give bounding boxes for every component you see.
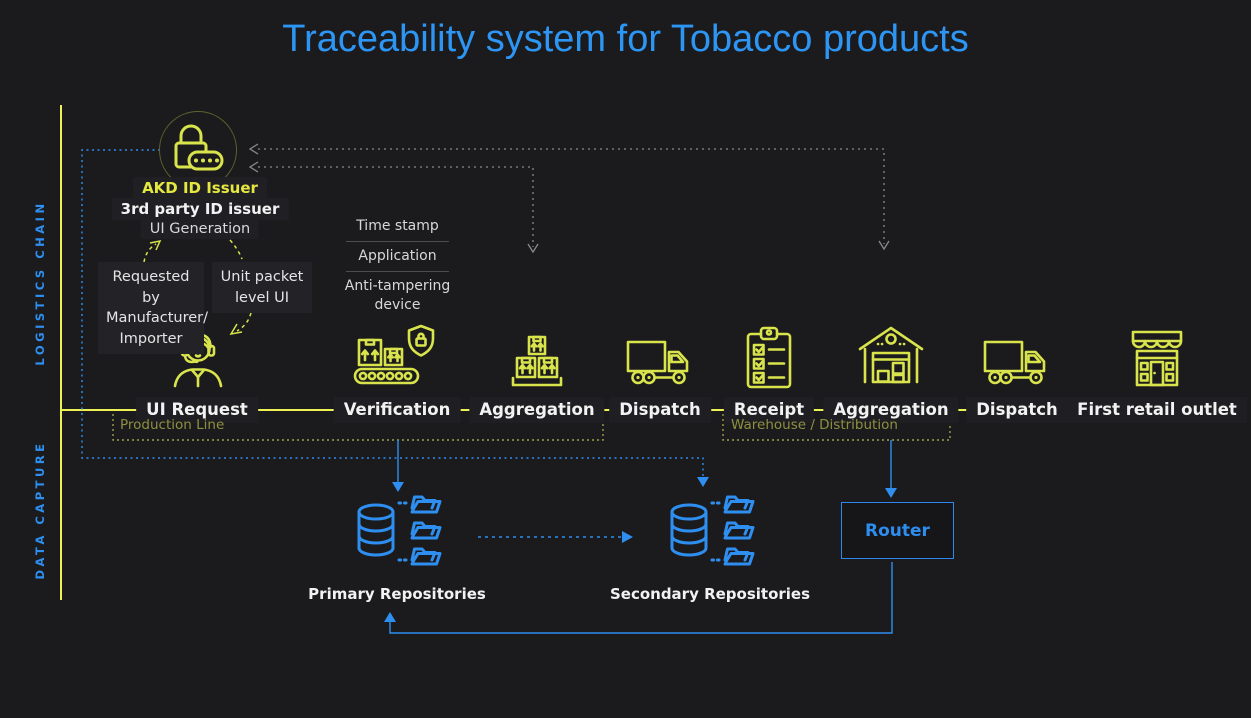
router-box: Router (841, 502, 954, 559)
feature-time-stamp: Time stamp (356, 218, 439, 234)
stage-label-verification: Verification (333, 397, 461, 423)
page-title: Traceability system for Tobacco products (282, 18, 969, 60)
repo-label-secondary: Secondary Repositories (609, 585, 811, 603)
feature-application: Application (358, 248, 437, 264)
truck-icon (626, 340, 689, 385)
truck-icon (983, 340, 1046, 385)
repo-label-primary: Primary Repositories (308, 585, 486, 603)
note-requested-by: Requested by Manufacturer/ Importer (98, 262, 208, 355)
clipboard-checklist-icon (746, 326, 792, 389)
conveyor-shield-icon (353, 324, 435, 385)
issuer-subtitle: 3rd party ID issuer (111, 198, 289, 220)
axis-logistics-label: LOGISTICS CHAIN (33, 200, 47, 366)
storefront-icon (1131, 330, 1183, 387)
database-folders-icon (357, 495, 442, 566)
issuer-name: AKD ID Issuer (133, 177, 267, 199)
verification-feature-list: Time stamp Application Anti-tampering de… (340, 214, 455, 318)
stage-label-dispatch-1: Dispatch (609, 397, 711, 423)
feature-separator (346, 241, 449, 242)
warehouse-icon (858, 326, 924, 384)
stage-label-dispatch-2: Dispatch (966, 397, 1068, 423)
stage-label-first-retail-outlet: First retail outlet (1067, 397, 1247, 423)
lock-password-icon (174, 124, 224, 171)
issuer-process: UI Generation (140, 219, 260, 239)
feature-separator (346, 271, 449, 272)
boxes-pallet-icon (511, 335, 563, 387)
zone-production-line: Production Line (120, 417, 225, 433)
stage-label-aggregation-1: Aggregation (469, 397, 605, 423)
feature-anti-tampering: Anti-tampering device (344, 278, 451, 313)
database-folders-icon (670, 495, 755, 566)
router-label: Router (865, 520, 930, 541)
zone-warehouse-distribution: Warehouse / Distribution (731, 417, 898, 433)
axis-capture-label: DATA CAPTURE (33, 440, 47, 580)
note-unit-packet: Unit packet level UI (212, 262, 312, 314)
